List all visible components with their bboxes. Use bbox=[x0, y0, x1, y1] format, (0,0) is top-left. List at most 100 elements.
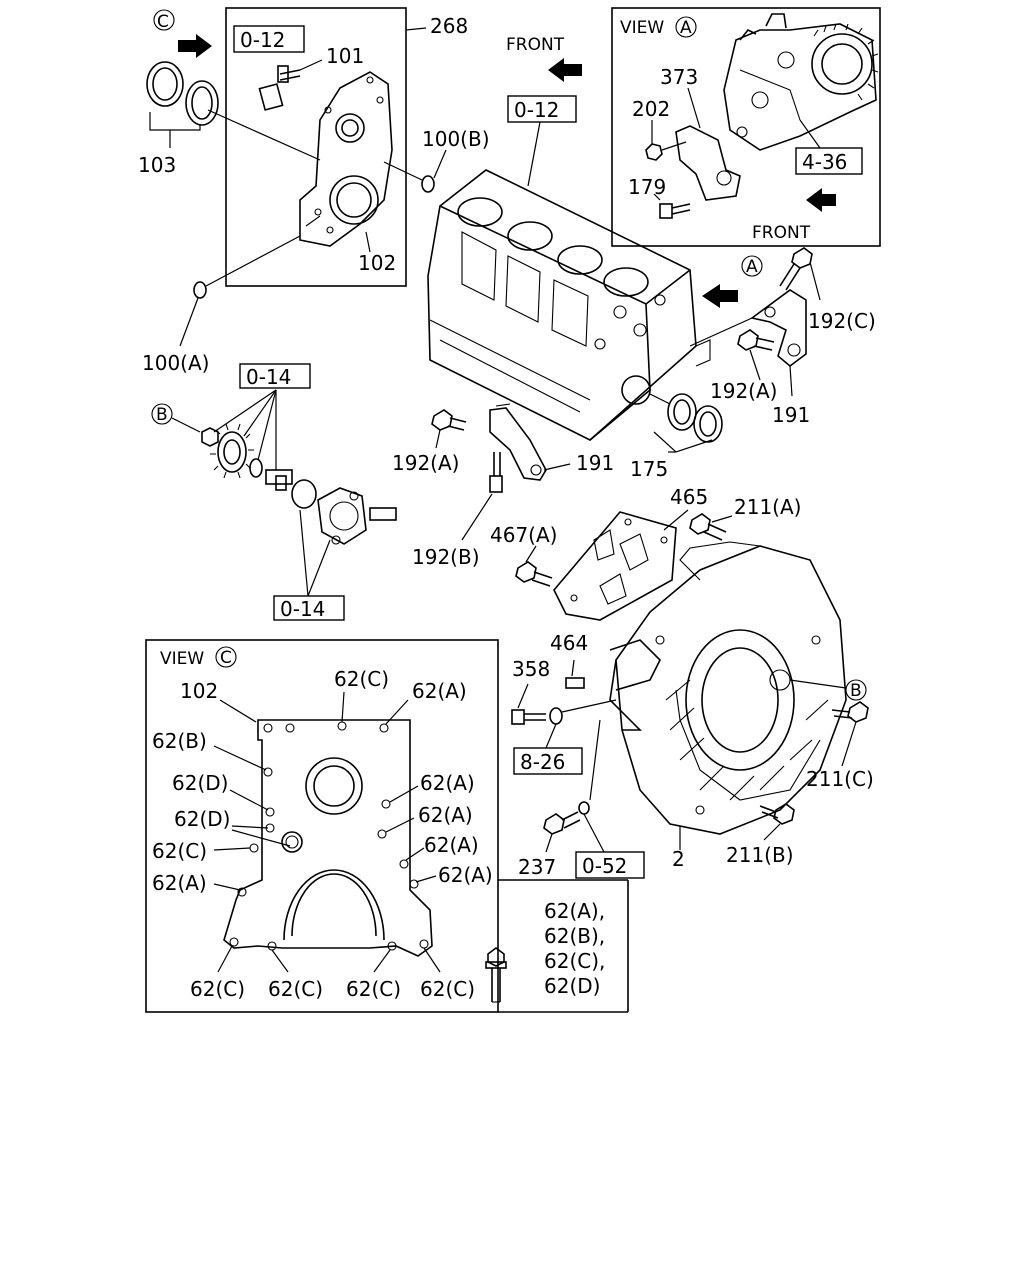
bolt-192b bbox=[489, 452, 503, 493]
view-c-legend-2: 62(C), bbox=[544, 949, 605, 973]
flywheel-housing bbox=[609, 541, 847, 835]
label-202: 202 bbox=[632, 97, 670, 121]
idler-gear-group: 0-14 B 0-14 bbox=[151, 363, 397, 621]
view-c-group: VIEW C bbox=[145, 639, 629, 1013]
washer-0-52 bbox=[578, 801, 590, 815]
label-358: 358 bbox=[512, 657, 550, 681]
leader-103-to-cover bbox=[207, 109, 321, 161]
ref-box-4-36 bbox=[795, 147, 863, 175]
label-192a-right: 192(A) bbox=[710, 379, 777, 403]
view-c-bottom-c3: 62(C) bbox=[346, 977, 401, 1001]
a-marker-letter: A bbox=[746, 257, 758, 277]
view-c-legend-3: 62(D) bbox=[544, 974, 600, 998]
timing-cover-plate bbox=[299, 71, 393, 247]
label-103: 103 bbox=[138, 153, 176, 177]
arrow-to-block-icon bbox=[702, 284, 738, 308]
view-a-group: VIEW A 373 202 179 bbox=[611, 7, 881, 247]
b-marker-left-letter: B bbox=[156, 405, 168, 425]
b-marker-right-circle bbox=[845, 679, 867, 701]
label-465: 465 bbox=[670, 485, 708, 509]
ref-0-52: 0-52 bbox=[582, 854, 627, 878]
cylinder-block-group: FRONT 0-12 bbox=[427, 35, 711, 441]
label-211a: 211(A) bbox=[734, 495, 801, 519]
view-c-left-c: 62(C) bbox=[152, 839, 207, 863]
idler-housing bbox=[317, 487, 397, 545]
front-arrow-icon bbox=[548, 58, 582, 82]
ref-0-12-cover: 0-12 bbox=[240, 28, 285, 52]
a-marker-circle bbox=[741, 255, 763, 277]
bolt-211a bbox=[689, 513, 727, 541]
view-c-right-a3: 62(A) bbox=[424, 833, 479, 857]
bolt-211c bbox=[831, 701, 869, 723]
ref-box-0-52 bbox=[575, 851, 645, 879]
label-467a: 467(A) bbox=[490, 523, 557, 547]
bolt-211b bbox=[759, 803, 795, 825]
view-c-top-c: 62(C) bbox=[334, 667, 389, 691]
view-c-left-d1: 62(D) bbox=[172, 771, 228, 795]
ref-box-8-26 bbox=[513, 747, 583, 775]
ref-0-14-top: 0-14 bbox=[246, 365, 291, 389]
mount-bracket-center-group: 192(A) 191 192(B) bbox=[392, 403, 614, 569]
label-192a-center: 192(A) bbox=[392, 451, 459, 475]
bolt-101 bbox=[258, 65, 301, 111]
label-2: 2 bbox=[672, 847, 685, 871]
label-101: 101 bbox=[326, 44, 364, 68]
fuel-pump bbox=[723, 13, 879, 151]
nut-idler bbox=[201, 427, 219, 447]
flywheel-housing-group: 465 211(A) 467(A) bbox=[490, 485, 874, 879]
view-c-bolt-holes bbox=[229, 721, 429, 951]
bolt-358 bbox=[511, 709, 546, 725]
leader-103 bbox=[149, 112, 201, 131]
label-373: 373 bbox=[660, 65, 698, 89]
view-c-frame bbox=[145, 639, 499, 1013]
ref-0-12-block: 0-12 bbox=[514, 98, 559, 122]
view-c-left-a: 62(A) bbox=[152, 871, 207, 895]
label-100b: 100(B) bbox=[422, 127, 490, 151]
rear-oil-seal: 175 bbox=[630, 393, 723, 481]
label-100a: 100(A) bbox=[142, 351, 209, 375]
view-c-marker-circle bbox=[153, 9, 175, 31]
label-179: 179 bbox=[628, 175, 666, 199]
ref-box-0-12-block bbox=[507, 95, 577, 123]
view-c-top-a: 62(A) bbox=[412, 679, 467, 703]
b-marker-left-circle bbox=[151, 403, 173, 425]
front-label-top: FRONT bbox=[506, 35, 565, 55]
idler-gear bbox=[210, 423, 254, 479]
dowel-464 bbox=[565, 677, 585, 689]
bolt-192a-center bbox=[431, 409, 467, 431]
idler-o-ring bbox=[291, 479, 317, 509]
front-oil-seal bbox=[146, 61, 219, 126]
view-c-title-letter: C bbox=[220, 648, 232, 668]
view-a-frame bbox=[611, 7, 881, 247]
flange-bolt-62 bbox=[485, 947, 507, 1003]
view-c-legend-0: 62(A), bbox=[544, 899, 605, 923]
ref-8-26: 8-26 bbox=[520, 750, 565, 774]
view-c-legend-1: 62(B), bbox=[544, 924, 605, 948]
view-c-bottom-c1: 62(C) bbox=[190, 977, 245, 1001]
direction-arrow-icon bbox=[178, 34, 212, 58]
b-marker-right-letter: B bbox=[850, 681, 862, 701]
label-192c: 192(C) bbox=[808, 309, 876, 333]
view-c-label-102: 102 bbox=[180, 679, 218, 703]
view-a-title: VIEW bbox=[620, 18, 664, 38]
view-c-right-a2: 62(A) bbox=[418, 803, 473, 827]
bracket-191-center bbox=[489, 403, 547, 481]
view-c-cover-outline bbox=[223, 719, 433, 957]
ref-4-36: 4-36 bbox=[802, 150, 847, 174]
bolt-237 bbox=[543, 811, 581, 835]
label-211c: 211(C) bbox=[806, 767, 874, 791]
o-ring-100b bbox=[421, 175, 435, 193]
nut-202 bbox=[645, 143, 663, 161]
idler-shaft bbox=[265, 469, 293, 491]
label-175: 175 bbox=[630, 457, 668, 481]
timing-cover-group: C 103 0-12 101 bbox=[138, 7, 490, 375]
label-268: 268 bbox=[430, 14, 468, 38]
view-c-bottom-c4: 62(C) bbox=[420, 977, 475, 1001]
leader-a-to-block bbox=[689, 317, 753, 347]
pump-bracket-373 bbox=[675, 125, 741, 201]
group-268-frame bbox=[225, 7, 407, 287]
view-c-title-circle bbox=[215, 646, 237, 668]
front-arrow-view-a-icon bbox=[806, 188, 836, 212]
ref-0-14-bottom: 0-14 bbox=[280, 597, 325, 621]
